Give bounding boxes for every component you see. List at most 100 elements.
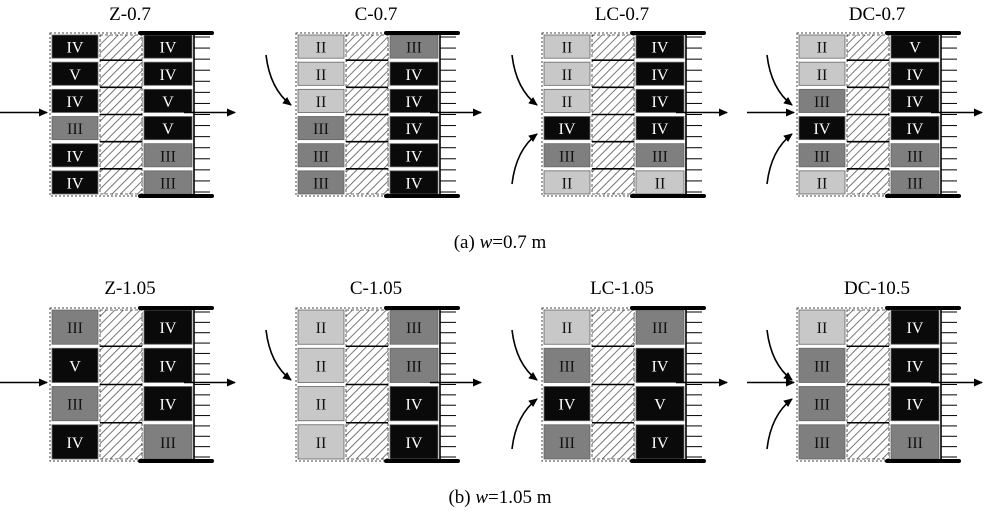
right-cell: [890, 424, 940, 460]
right-cell-label: IV: [652, 40, 669, 57]
right-cell-label: III: [652, 320, 668, 337]
right-cell: [635, 386, 685, 422]
left-cell: [297, 386, 345, 422]
right-cell: [890, 386, 940, 422]
caption-value: =1.05 m: [488, 487, 552, 508]
right-cell: [635, 347, 685, 383]
left-cell-label: II: [817, 320, 828, 337]
left-cell-label: III: [559, 358, 575, 375]
left-cell-label: IV: [559, 121, 576, 138]
caption-value: =0.7 m: [492, 232, 546, 253]
right-cell-label: IV: [907, 121, 924, 138]
left-cell: [543, 386, 591, 422]
right-cell: [635, 88, 685, 113]
left-cell: [543, 34, 591, 59]
right-cell-label: IV: [160, 358, 177, 375]
caption-variable: w: [480, 232, 493, 253]
left-cell: [543, 170, 591, 195]
right-cell-label: IV: [907, 67, 924, 84]
right-cell-label: III: [907, 175, 923, 192]
diagram-title: DC-0.7: [849, 4, 905, 25]
right-cell: [143, 88, 193, 113]
left-cell: [297, 116, 345, 141]
left-cell: [543, 309, 591, 345]
right-cell: [389, 88, 439, 113]
caption-prefix: (b): [448, 487, 475, 508]
left-cell-label: III: [313, 175, 329, 192]
left-cell-label: III: [814, 358, 830, 375]
left-cell: [297, 347, 345, 383]
right-cell: [890, 143, 940, 168]
right-cell-label: IV: [160, 320, 177, 337]
right-cell-label: IV: [652, 67, 669, 84]
right-cell: [890, 347, 940, 383]
right-cell-label: III: [406, 320, 422, 337]
right-cell: [635, 61, 685, 86]
left-cell-label: IV: [67, 40, 84, 57]
left-cell: [51, 88, 99, 113]
left-cell: [543, 116, 591, 141]
inflow-arrow-curved-top: [766, 329, 793, 381]
left-cell: [51, 116, 99, 141]
left-cell: [798, 424, 846, 460]
right-cell-label: IV: [406, 435, 423, 452]
left-cell: [798, 170, 846, 195]
left-cell-label: II: [562, 67, 573, 84]
left-cell: [51, 386, 99, 422]
left-cell: [543, 88, 591, 113]
diagram-title: Z-1.05: [104, 278, 155, 299]
right-cell-label: IV: [160, 40, 177, 57]
diagram-title: DC-10.5: [844, 278, 910, 299]
right-cell-label: IV: [652, 121, 669, 138]
left-cell-label: II: [316, 435, 327, 452]
right-cell-label: III: [160, 435, 176, 452]
right-cell: [890, 88, 940, 113]
right-cell-label: V: [909, 40, 921, 57]
left-cell-label: II: [316, 358, 327, 375]
right-cell: [389, 386, 439, 422]
left-cell: [51, 347, 99, 383]
left-cell: [543, 143, 591, 168]
right-cell-label: IV: [406, 148, 423, 165]
left-cell-label: III: [814, 94, 830, 111]
inflow-arrow-curved-top: [511, 329, 538, 381]
right-cell-label: IV: [907, 397, 924, 414]
left-cell: [798, 34, 846, 59]
left-cell: [51, 143, 99, 168]
right-cell: [143, 61, 193, 86]
left-cell: [798, 116, 846, 141]
right-cell: [389, 424, 439, 460]
left-cell-label: II: [316, 40, 327, 57]
left-cell: [297, 34, 345, 59]
right-cell-label: IV: [160, 67, 177, 84]
right-cell-label: III: [160, 175, 176, 192]
left-cell-label: IV: [814, 121, 831, 138]
right-cell-label: IV: [907, 320, 924, 337]
left-cell-label: III: [814, 148, 830, 165]
row-caption: (a) w=0.7 m: [454, 232, 547, 253]
left-cell-label: II: [817, 40, 828, 57]
left-cell-label: II: [562, 94, 573, 111]
diagram-title: C-0.7: [355, 4, 398, 25]
left-cell-label: II: [562, 40, 573, 57]
right-cell-label: III: [160, 148, 176, 165]
inflow-arrow-curved-top: [265, 54, 292, 106]
left-cell-label: IV: [67, 175, 84, 192]
caption-variable: w: [475, 487, 488, 508]
left-cell: [297, 309, 345, 345]
inflow-arrow-curved-top: [511, 54, 538, 106]
right-cell: [389, 116, 439, 141]
right-cell: [143, 143, 193, 168]
inflow-arrow-curved-bottom: [511, 398, 538, 450]
left-cell: [51, 309, 99, 345]
right-cell-label: IV: [406, 67, 423, 84]
inflow-arrow-curved-bottom: [766, 133, 793, 185]
left-cell-label: II: [316, 320, 327, 337]
right-cell-label: IV: [652, 435, 669, 452]
left-cell-label: IV: [67, 94, 84, 111]
